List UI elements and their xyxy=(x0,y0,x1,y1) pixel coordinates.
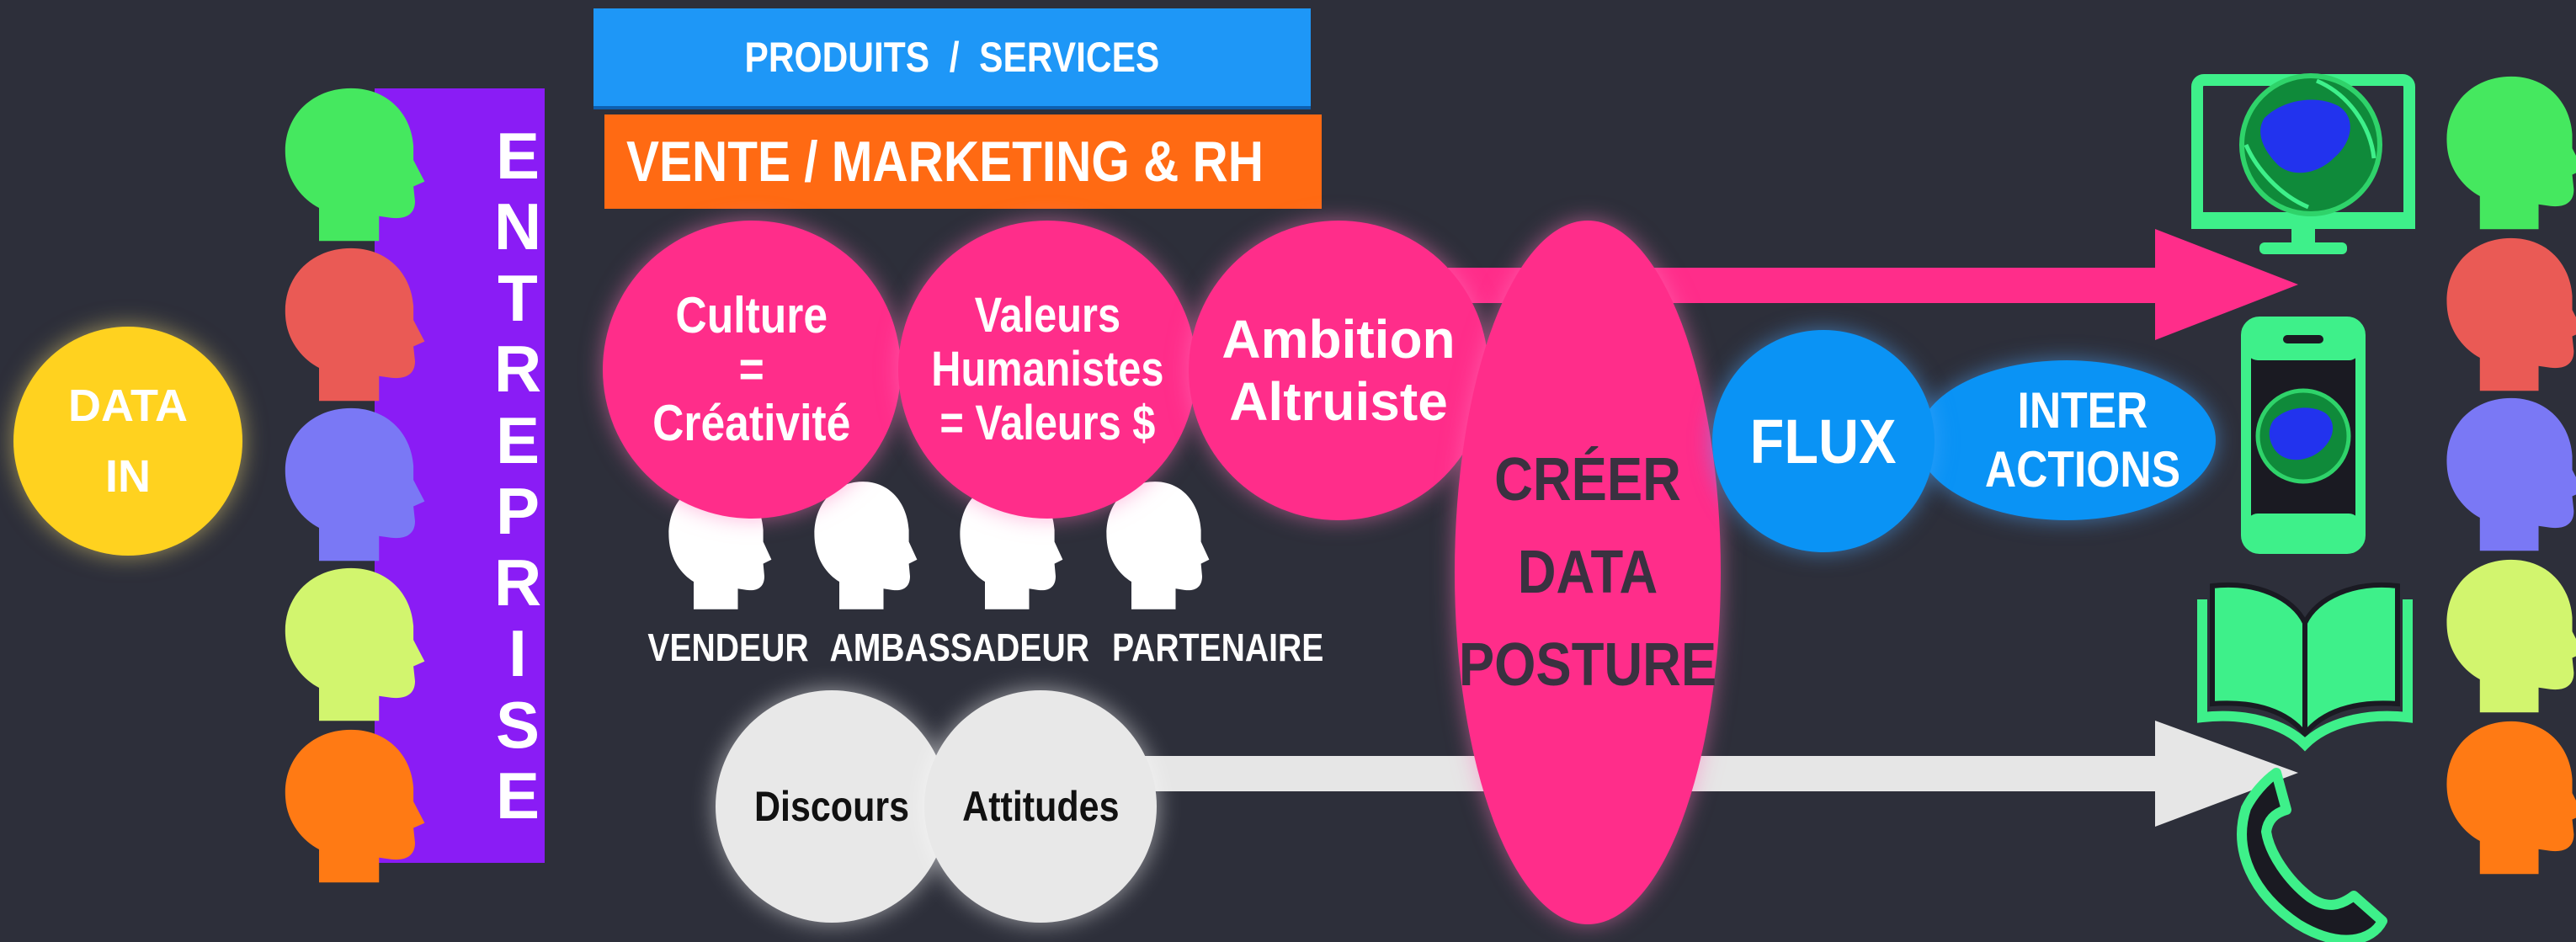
head-icon xyxy=(2446,76,2576,230)
entreprise-letter: E xyxy=(495,119,540,193)
products-banner-label: PRODUITS / SERVICES xyxy=(744,34,1160,81)
head-icon xyxy=(2446,559,2576,713)
entreprise-letter: E xyxy=(495,402,540,477)
entreprise-letter: E xyxy=(495,758,540,833)
valeurs-circle: Valeurs Humanistes = Valeurs $ xyxy=(898,221,1196,519)
discours-circle: Discours xyxy=(716,690,948,923)
role-vendeur: VENDEUR xyxy=(647,625,809,669)
ambition-label: Ambition Altruiste xyxy=(1221,309,1456,432)
phone-globe-icon xyxy=(2241,317,2366,554)
flux-label: FLUX xyxy=(1750,406,1897,476)
culture-label: Culture = Créativité xyxy=(652,287,851,451)
entreprise-letter: I xyxy=(508,616,527,691)
products-banner: PRODUITS / SERVICES xyxy=(593,8,1311,106)
sales-banner: VENTE / MARKETING & RH xyxy=(604,114,1322,209)
valeurs-label: Valeurs Humanistes = Valeurs $ xyxy=(930,288,1164,450)
head-icon xyxy=(2446,721,2576,875)
data-in-circle: DATA IN xyxy=(13,327,242,556)
left-heads xyxy=(285,88,425,883)
role-ambassadeur: AMBASSADEUR xyxy=(829,625,1089,669)
entreprise-letter: R xyxy=(493,545,542,620)
interactions-ellipse: INTER ACTIONS xyxy=(1918,360,2216,520)
head-icon xyxy=(1106,482,1210,609)
entreprise-letter: N xyxy=(493,189,542,264)
ambition-circle: Ambition Altruiste xyxy=(1189,221,1488,520)
discours-label: Discours xyxy=(753,783,910,830)
flux-circle: FLUX xyxy=(1712,330,1935,552)
entreprise-letter: P xyxy=(495,474,540,549)
monitor-globe-icon xyxy=(2191,73,2415,254)
role-partenaire: PARTENAIRE xyxy=(1112,625,1324,669)
creer-data-posture-label: CRÉER DATA POSTURE xyxy=(1458,446,1717,699)
entreprise-label: E N T R E P R I S E xyxy=(471,119,564,833)
culture-circle: Culture = Créativité xyxy=(603,221,901,519)
head-icon xyxy=(2446,397,2576,551)
white-arrow xyxy=(1120,721,2298,827)
head-icon xyxy=(2446,237,2576,391)
attitudes-label: Attitudes xyxy=(961,783,1120,830)
telephone-handset-icon xyxy=(2237,768,2387,942)
right-heads xyxy=(2446,76,2576,875)
entreprise-letter: S xyxy=(495,687,540,762)
creer-data-posture-ellipse: CRÉER DATA POSTURE xyxy=(1455,221,1721,924)
head-icon xyxy=(814,482,918,609)
attitudes-circle: Attitudes xyxy=(924,690,1157,923)
entreprise-letter: T xyxy=(498,260,538,335)
entreprise-letter: R xyxy=(493,332,542,407)
data-in-label: DATA IN xyxy=(68,381,188,502)
interactions-label: INTER ACTIONS xyxy=(1984,382,2181,498)
sales-banner-label: VENTE / MARKETING & RH xyxy=(626,130,1264,194)
book-icon xyxy=(2197,583,2413,752)
